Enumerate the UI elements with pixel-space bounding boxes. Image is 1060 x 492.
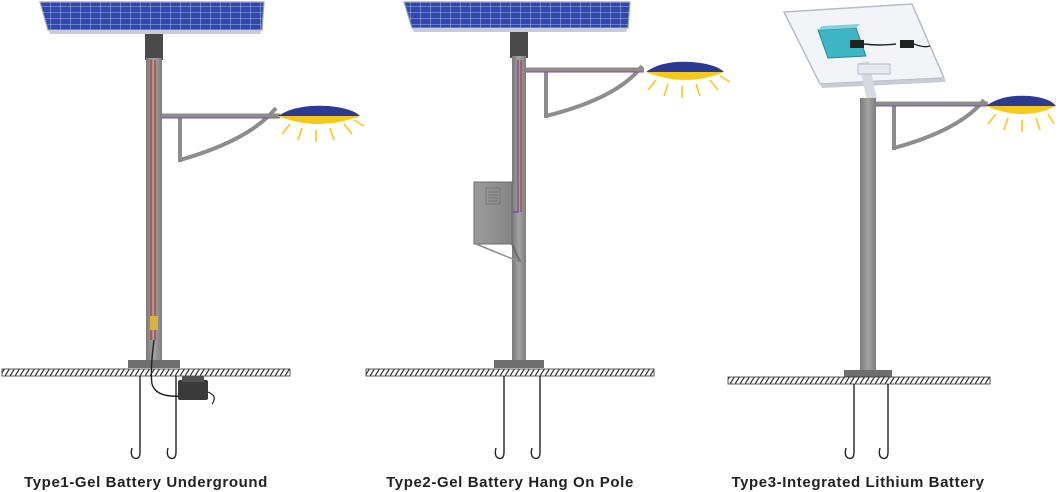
battery-box-icon	[473, 181, 521, 263]
solar-panel-icon	[403, 1, 631, 32]
pole	[512, 56, 526, 362]
anchor-bolts-icon	[494, 376, 541, 460]
street-lamp-icon	[646, 61, 724, 80]
lithium-battery-icon	[817, 24, 931, 59]
ground-icon	[365, 368, 655, 377]
caption-type2: Type2-Gel Battery Hang On Pole	[386, 474, 634, 491]
solar-panel-icon	[39, 1, 265, 34]
battery-box-icon	[178, 376, 215, 405]
type2-streetlight	[365, 1, 731, 460]
light-rays-icon	[281, 119, 365, 142]
street-lamp-icon	[986, 95, 1056, 114]
light-rays-icon	[647, 75, 731, 98]
ground-icon	[727, 376, 991, 385]
type3-streetlight	[727, 3, 1056, 460]
panel-bracket	[857, 60, 891, 102]
pole	[860, 98, 876, 372]
base-plate	[494, 360, 544, 368]
pole	[146, 58, 162, 362]
anchor-bolts-icon	[844, 384, 889, 460]
light-rays-icon	[987, 113, 1055, 132]
panel-mount	[510, 32, 528, 58]
type1-streetlight	[1, 1, 365, 460]
panel-mount	[145, 34, 163, 60]
caption-type3: Type3-Integrated Lithium Battery	[731, 474, 985, 491]
lamp-arm	[526, 64, 644, 118]
anchor-bolts-icon	[130, 376, 177, 460]
junction-box	[150, 316, 158, 330]
street-lamp-icon	[278, 105, 360, 124]
ground-icon	[1, 368, 291, 377]
base-plate	[844, 370, 892, 378]
base-plate	[128, 360, 180, 368]
lamp-arm	[876, 98, 988, 150]
battery-cable	[150, 339, 183, 397]
caption-type1: Type1-Gel Battery Underground	[24, 474, 268, 491]
lamp-arm	[162, 106, 280, 162]
